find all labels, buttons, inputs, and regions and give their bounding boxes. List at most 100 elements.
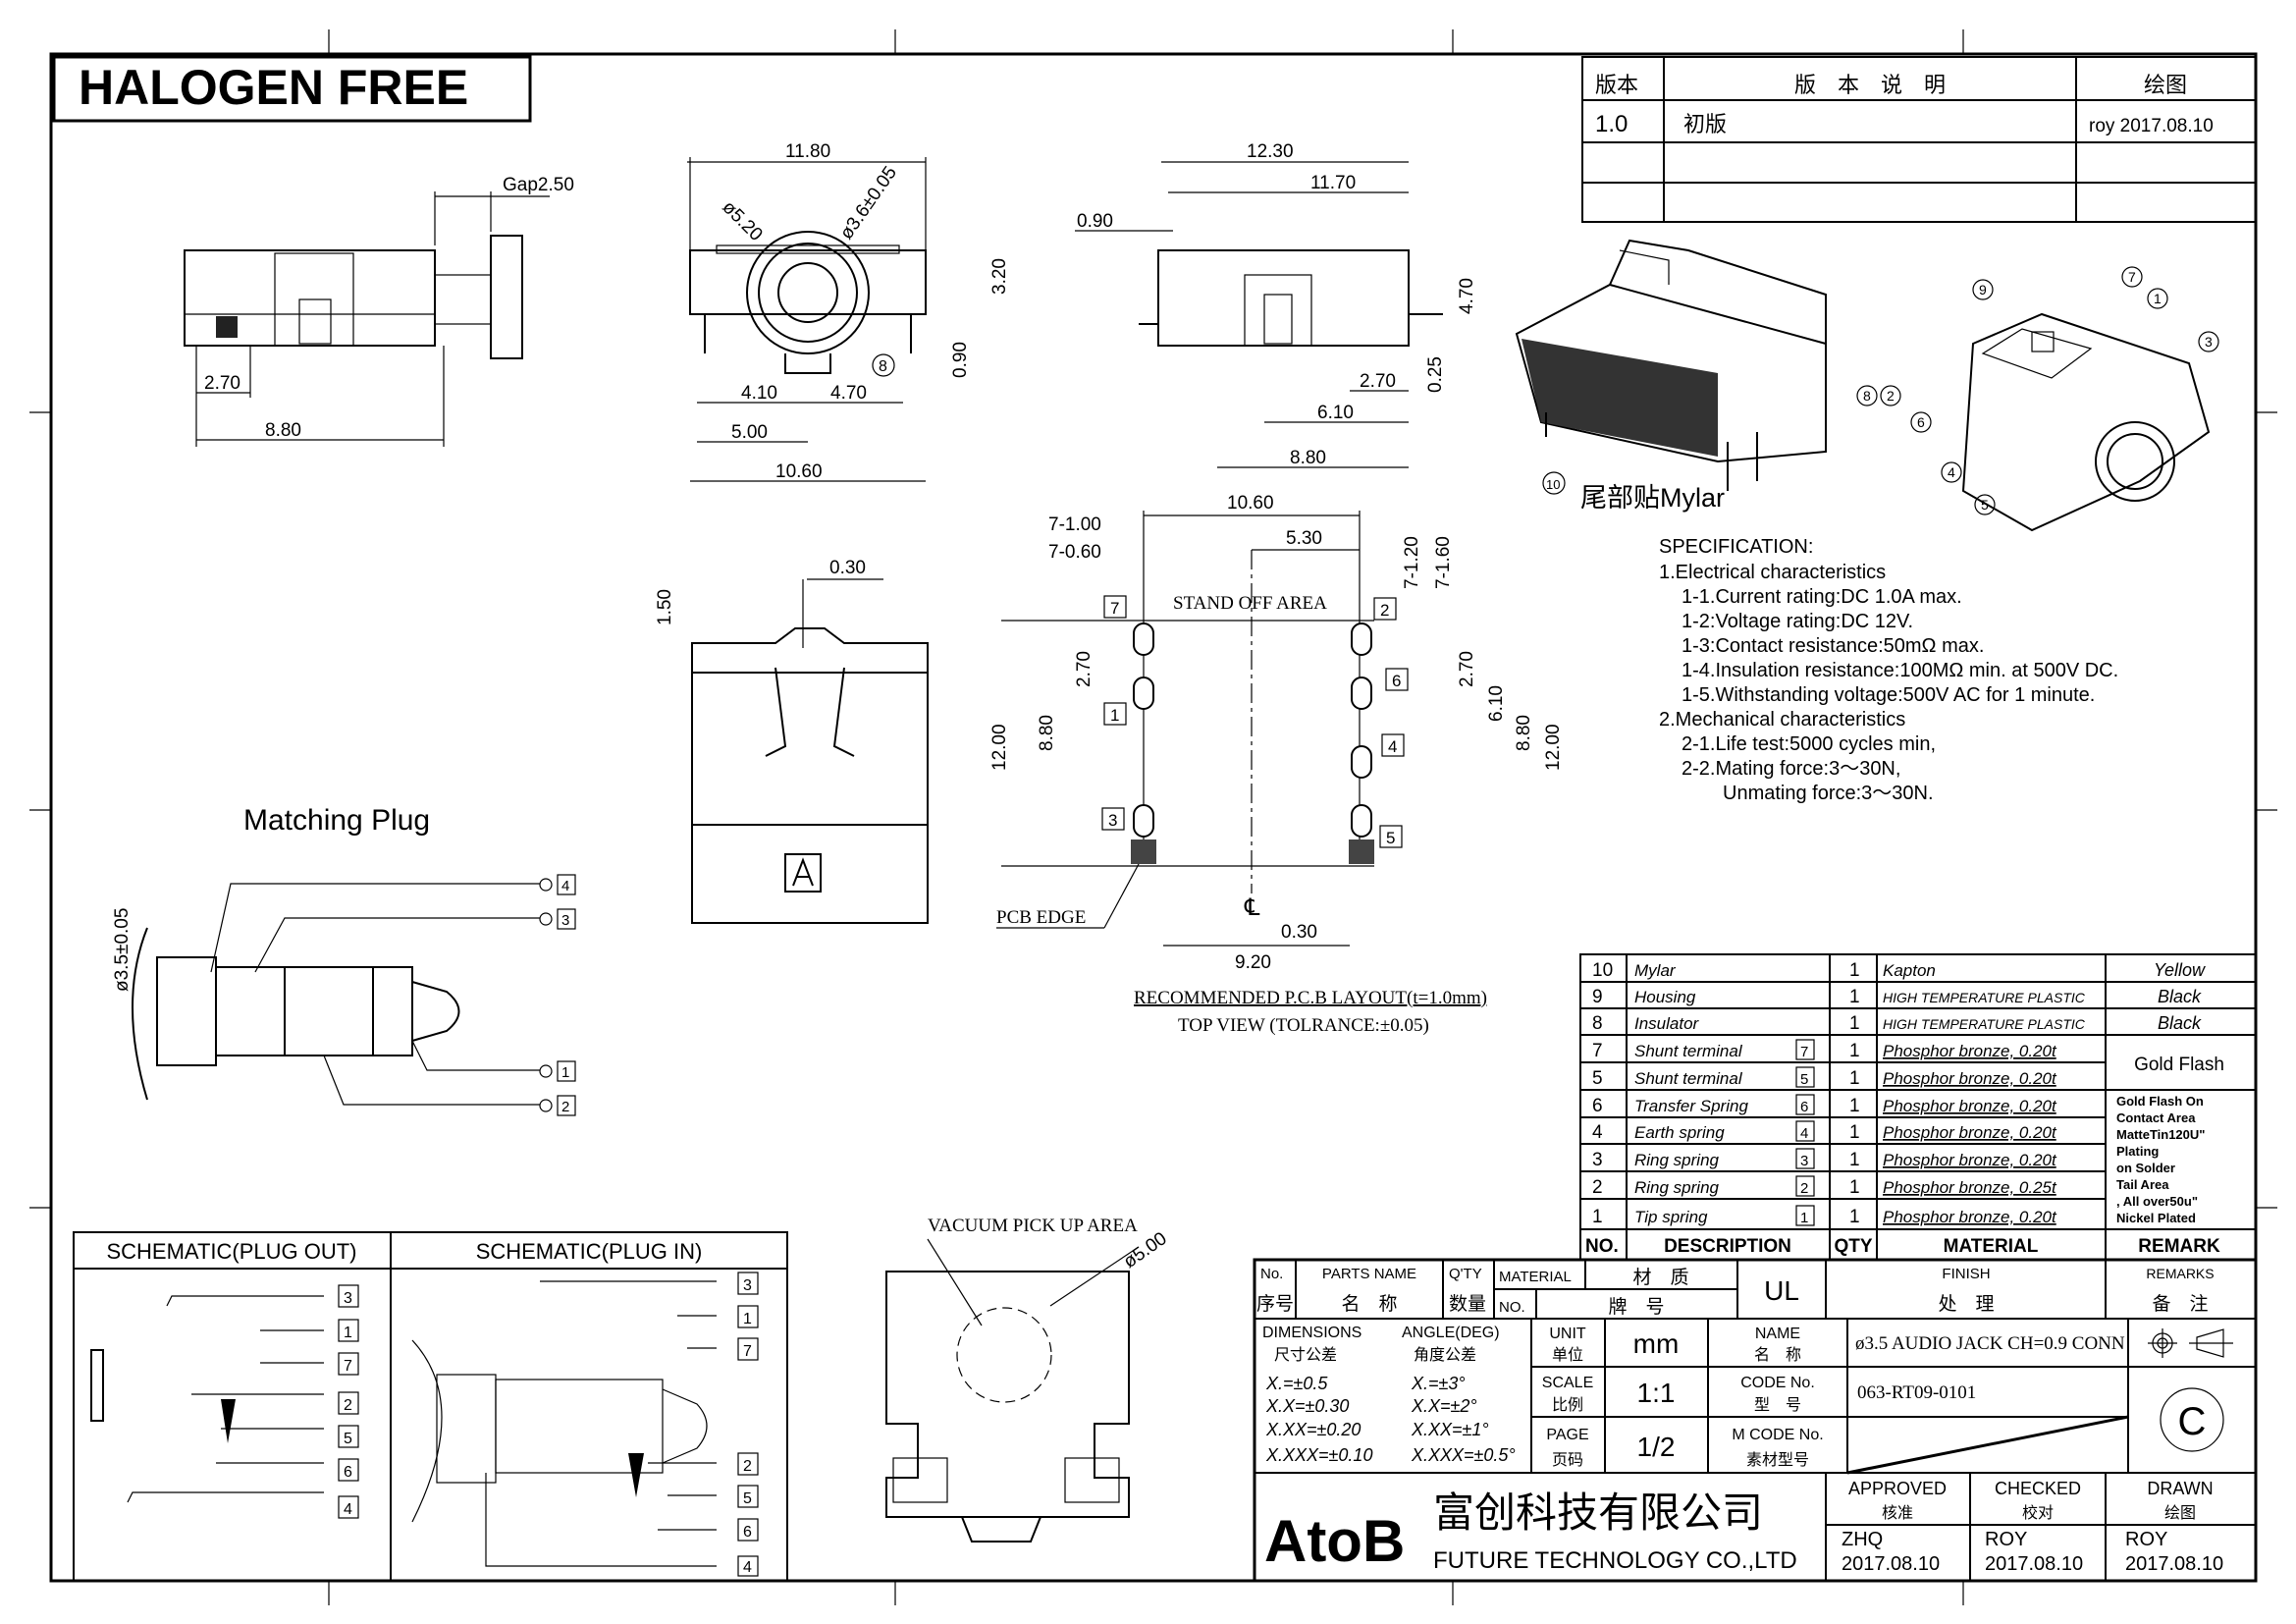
pcb-pin-5: 5 xyxy=(1386,829,1395,847)
tb-scale-cn: 比例 xyxy=(1552,1396,1583,1414)
tb-name: ø3.5 AUDIO JACK CH=0.9 CONN xyxy=(1855,1333,2125,1354)
bom-remark: Yellow xyxy=(2154,960,2206,980)
tb-hdr-qty: Q'TY xyxy=(1449,1266,1482,1282)
dim-11-70: 11.70 xyxy=(1310,173,1356,193)
checked-label: CHECKED xyxy=(1995,1479,2081,1498)
bom-tag-box xyxy=(1795,1094,1815,1115)
dim-dia-3-6: ø3.6±0.05 xyxy=(836,163,901,244)
spec-line: 2.Mechanical characteristics xyxy=(1659,709,1905,731)
bom-qty: 1 xyxy=(1849,1041,1860,1061)
bom-material: Phosphor bronze, 0.20t xyxy=(1883,1208,2057,1226)
dim-gap: Gap2.50 xyxy=(503,175,574,195)
dim-dia-5-20: ø5.20 xyxy=(718,197,766,245)
tol-angle: X.XX=±1° xyxy=(1411,1420,1489,1439)
tb-hdr-ul: UL xyxy=(1764,1275,1799,1306)
title-block: No. 序号 PARTS NAME 名 称 Q'TY 数量 MATERIAL 材… xyxy=(1253,1258,2258,1583)
approved-label-cn: 核准 xyxy=(1882,1504,1913,1522)
matching-plug-title: Matching Plug xyxy=(243,804,430,837)
tb-scale-label: SCALE xyxy=(1542,1375,1593,1391)
exploded-view: 9 7 1 3 8 2 6 4 5 xyxy=(1856,266,2219,532)
bom-material: Phosphor bronze, 0.20t xyxy=(1883,1097,2057,1115)
tb-hdr-parts: PARTS NAME xyxy=(1322,1266,1416,1282)
checked-date: 2017.08.10 xyxy=(1985,1553,2083,1575)
bom-no: 10 xyxy=(1592,960,1613,981)
bom-qty: 1 xyxy=(1849,1013,1860,1034)
front-view: 11.80 ø5.20 ø3.6±0.05 3.20 0.90 8 4.10 4… xyxy=(687,141,1010,482)
tb-hdr-material-cn: 材 质 xyxy=(1632,1267,1688,1288)
dim-4-70: 4.70 xyxy=(830,383,867,404)
dim-right-12-00: 12.00 xyxy=(1543,724,1564,771)
dim-4-10: 4.10 xyxy=(741,383,777,404)
tb-hdr-remarks-cn: 备 注 xyxy=(2152,1293,2208,1315)
dim-left-2-70: 2.70 xyxy=(1074,651,1095,687)
bom-tag: 7 xyxy=(1800,1044,1808,1060)
tb-angle: ANGLE(DEG) xyxy=(1402,1325,1500,1341)
bom-qty: 1 xyxy=(1849,1150,1860,1170)
bom-description: Ring spring xyxy=(1634,1178,1720,1197)
callout-5: 5 xyxy=(1981,497,1989,513)
pcb-layout: 10.60 7-1.00 7-0.60 5.30 7-1.20 7-1.60 S… xyxy=(989,493,1564,1036)
tb-code: 063-RT09-0101 xyxy=(1857,1382,1976,1403)
bom-qty: 1 xyxy=(1849,1122,1860,1143)
bom-material: Phosphor bronze, 0.20t xyxy=(1883,1151,2057,1169)
copyright-icon xyxy=(2160,1387,2224,1452)
tb-dimensions: DIMENSIONS xyxy=(1262,1325,1362,1341)
tb-hdr-no-cn: 序号 xyxy=(1256,1293,1294,1315)
callout-6: 6 xyxy=(1917,414,1925,430)
dim-10-60: 10.60 xyxy=(775,461,823,482)
schematic-plug-in-title: SCHEMATIC(PLUG IN) xyxy=(476,1239,703,1264)
callout-9: 9 xyxy=(1979,282,1987,298)
plug-pin-2: 2 xyxy=(561,1099,569,1115)
bom-no: 3 xyxy=(1592,1150,1603,1170)
dim-right-2-70: 2.70 xyxy=(1457,651,1477,687)
dim-0-90: 0.90 xyxy=(950,342,971,378)
pcb-edge-label: PCB EDGE xyxy=(996,907,1086,928)
dim-7-1-20: 7-1.20 xyxy=(1402,536,1422,589)
tol-linear: X.XXX=±0.10 xyxy=(1265,1445,1372,1465)
rev-header-drawn: 绘图 xyxy=(2144,73,2187,97)
bom-description: Insulator xyxy=(1634,1014,1700,1033)
spec-line: Unmating force:3～30N. xyxy=(1723,783,1934,804)
bom-qty: 1 xyxy=(1849,1068,1860,1089)
bom-material: Phosphor bronze, 0.20t xyxy=(1883,1069,2057,1088)
bom-tag: 2 xyxy=(1800,1180,1808,1197)
tol-angle: X.=±3° xyxy=(1411,1374,1466,1393)
bom-description: Transfer Spring xyxy=(1634,1097,1748,1115)
sch-out-pin: 2 xyxy=(344,1397,352,1414)
tb-hdr-remarks: REMARKS xyxy=(2146,1266,2214,1281)
dim-7-1-00: 7-1.00 xyxy=(1048,514,1101,535)
stand-off-area-label: STAND OFF AREA xyxy=(1173,593,1327,614)
bom-description: Mylar xyxy=(1634,961,1677,980)
rev-header-description: 版 本 说 明 xyxy=(1794,73,1946,97)
spec-line: 1.Electrical characteristics xyxy=(1659,562,1886,583)
dim-6-10-side: 6.10 xyxy=(1317,403,1354,423)
sch-out-pin: 5 xyxy=(344,1431,352,1447)
approved-date: 2017.08.10 xyxy=(1842,1553,1940,1575)
plug-pin-3: 3 xyxy=(561,912,569,929)
tb-name-label: NAME xyxy=(1755,1326,1800,1342)
bom-material: Kapton xyxy=(1883,961,1936,980)
dim-left-12-00: 12.00 xyxy=(989,724,1010,771)
rev-description: 初版 xyxy=(1683,112,1727,136)
top-view: 1.50 0.30 xyxy=(655,558,929,924)
dim-0-90-side: 0.90 xyxy=(1077,211,1113,232)
bom-description: Housing xyxy=(1634,988,1696,1006)
bom-qty: 1 xyxy=(1849,1207,1860,1227)
bom-header-qty: QTY xyxy=(1834,1236,1872,1257)
drawn-label-cn: 绘图 xyxy=(2164,1504,2196,1522)
dim-2-70-side: 2.70 xyxy=(1360,371,1396,392)
schematic-plug-out-title: SCHEMATIC(PLUG OUT) xyxy=(106,1239,356,1264)
pcb-pin-1: 1 xyxy=(1110,706,1119,725)
bom-material: Phosphor bronze, 0.20t xyxy=(1883,1042,2057,1060)
rev-header-version: 版本 xyxy=(1595,73,1638,97)
bom-no: 2 xyxy=(1592,1177,1603,1198)
bom-no: 8 xyxy=(1592,1013,1603,1034)
dim-7-0-60: 7-0.60 xyxy=(1048,542,1101,563)
specification: SPECIFICATION: 1.Electrical characterist… xyxy=(1659,536,2118,804)
bom-header-material: MATERIAL xyxy=(1944,1236,2039,1257)
